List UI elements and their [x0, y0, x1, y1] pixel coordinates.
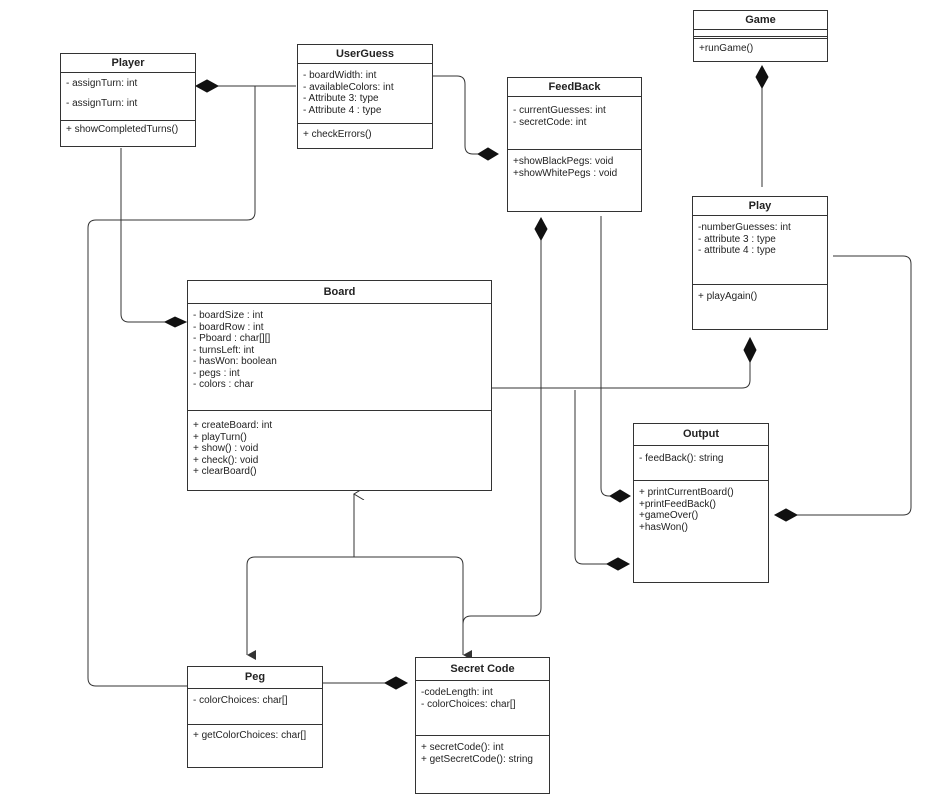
class-output-ops: + printCurrentBoard() +printFeedBack() +…	[634, 481, 768, 535]
diamond-feedback-secretcode	[534, 216, 548, 242]
class-feedback-title: FeedBack	[508, 78, 641, 97]
diamond-player-userguess	[194, 79, 220, 93]
diamond-play-board	[743, 336, 757, 364]
diamond-output-play	[773, 508, 799, 522]
class-secretcode-attrs: -codeLength: int - colorChoices: char[]	[416, 681, 549, 736]
class-output-op: +gameOver()	[639, 510, 699, 521]
class-feedback-attr: - currentGuesses: int	[513, 105, 606, 116]
board-output-line	[574, 390, 607, 565]
class-player-attr: - assignTurn: int	[66, 78, 138, 89]
class-userguess-attr: - boardWidth: int	[303, 70, 377, 81]
class-board-title: Board	[188, 281, 491, 304]
class-userguess-attr: - Attribute 4 : type	[303, 104, 382, 116]
player-board-line	[120, 148, 165, 323]
diamond-feedback	[477, 147, 499, 161]
userguess-feedback-line	[433, 75, 478, 155]
diamond-board-player	[163, 316, 188, 328]
class-game-op: +runGame()	[699, 43, 754, 54]
class-board-attr: - Pboard : char[][]	[193, 333, 271, 344]
class-board-attr: - boardRow : int	[193, 321, 264, 333]
class-board-op: + createBoard: int	[193, 420, 273, 431]
class-play-attrs: -numberGuesses: int - attribute 3 : type…	[693, 216, 827, 285]
diamond-secretcode-peg	[383, 676, 409, 690]
class-game-ops: +runGame()	[694, 39, 827, 57]
diamond-output-feedback	[609, 489, 631, 503]
class-userguess-title: UserGuess	[298, 45, 432, 64]
inheritance-secretcode-line	[354, 556, 472, 660]
class-player-attrs: - assignTurn: int - assignTurn: int	[61, 73, 195, 121]
class-player[interactable]: Player - assignTurn: int - assignTurn: i…	[60, 53, 196, 147]
class-play-attr: - attribute 3 : type	[698, 233, 776, 245]
class-feedback-op: +showBlackPegs: void	[513, 156, 614, 167]
class-peg-ops: + getColorChoices: char[]	[188, 725, 322, 744]
class-peg-attr: - colorChoices: char[]	[193, 695, 288, 706]
class-player-attr: - assignTurn: int	[66, 97, 138, 109]
class-board-attr: - boardSize : int	[193, 310, 264, 321]
class-play-ops: + playAgain()	[693, 285, 827, 305]
class-play-attr: -numberGuesses: int	[698, 222, 791, 233]
class-game-title: Game	[694, 11, 827, 30]
class-board-op: + show() : void	[193, 443, 259, 454]
class-peg-op: + getColorChoices: char[]	[193, 730, 307, 741]
class-userguess-attrs: - boardWidth: int - availableColors: int…	[298, 64, 432, 124]
play-output-line	[797, 255, 912, 516]
class-output-title: Output	[634, 424, 768, 446]
class-output-op: + printCurrentBoard()	[639, 487, 734, 498]
class-secretcode-op: + secretCode(): int	[421, 742, 504, 753]
class-output-op: +hasWon()	[639, 521, 689, 533]
class-secretcode-title: Secret Code	[416, 658, 549, 681]
feedback-output-line	[600, 216, 610, 497]
class-play[interactable]: Play -numberGuesses: int - attribute 3 :…	[692, 196, 828, 330]
class-play-attr: - attribute 4 : type	[698, 245, 776, 256]
class-board-attr: - colors : char	[193, 379, 254, 390]
class-userguess-attr: - availableColors: int	[303, 81, 394, 93]
class-play-title: Play	[693, 197, 827, 216]
class-peg[interactable]: Peg - colorChoices: char[] + getColorCho…	[187, 666, 323, 768]
class-userguess-ops: + checkErrors()	[298, 124, 432, 143]
class-board[interactable]: Board - boardSize : int - boardRow : int…	[187, 280, 492, 491]
class-player-op: + showCompletedTurns()	[66, 124, 179, 135]
class-board-attr: - pegs : int	[193, 367, 240, 379]
class-userguess-op: + checkErrors()	[303, 129, 372, 140]
class-secretcode-attr: -codeLength: int	[421, 687, 493, 698]
class-board-op: + clearBoard()	[193, 466, 257, 477]
class-userguess-attr: - Attribute 3: type	[303, 93, 379, 104]
class-board-op: + playTurn()	[193, 431, 247, 443]
class-game-attrs	[694, 30, 827, 39]
class-output-attr: - feedBack(): string	[639, 453, 724, 464]
class-player-ops: + showCompletedTurns()	[61, 121, 195, 138]
class-board-ops: + createBoard: int + playTurn() + show()…	[188, 411, 491, 480]
class-output[interactable]: Output - feedBack(): string + printCurre…	[633, 423, 769, 583]
class-feedback[interactable]: FeedBack - currentGuesses: int - secretC…	[507, 77, 642, 212]
class-feedback-attr: - secretCode: int	[513, 116, 587, 128]
class-userguess[interactable]: UserGuess - boardWidth: int - availableC…	[297, 44, 433, 149]
class-board-op: + check(): void	[193, 454, 259, 466]
class-feedback-ops: +showBlackPegs: void +showWhitePegs : vo…	[508, 150, 641, 181]
inheritance-peg-line	[246, 556, 354, 660]
class-board-attrs: - boardSize : int - boardRow : int - Pbo…	[188, 304, 491, 411]
class-player-title: Player	[61, 54, 195, 73]
class-secretcode-op: + getSecretCode(): string	[421, 753, 533, 765]
class-peg-attrs: - colorChoices: char[]	[188, 689, 322, 725]
class-game[interactable]: Game +runGame()	[693, 10, 828, 62]
board-play-line	[491, 362, 751, 389]
class-play-op: + playAgain()	[698, 291, 758, 302]
class-output-op: +printFeedBack()	[639, 498, 716, 510]
class-output-attrs: - feedBack(): string	[634, 446, 768, 481]
class-secretcode-ops: + secretCode(): int + getSecretCode(): s…	[416, 736, 549, 767]
class-secretcode[interactable]: Secret Code -codeLength: int - colorChoi…	[415, 657, 550, 794]
class-board-attr: - turnsLeft: int	[193, 344, 255, 356]
class-secretcode-attr: - colorChoices: char[]	[421, 698, 516, 710]
diamond-output-board	[605, 557, 631, 571]
class-feedback-op: +showWhitePegs : void	[513, 167, 618, 179]
diamond-game-play	[755, 64, 769, 90]
class-peg-title: Peg	[188, 667, 322, 689]
player-peg-line	[87, 86, 256, 687]
class-feedback-attrs: - currentGuesses: int - secretCode: int	[508, 97, 641, 150]
class-board-attr: - hasWon: boolean	[193, 356, 277, 367]
